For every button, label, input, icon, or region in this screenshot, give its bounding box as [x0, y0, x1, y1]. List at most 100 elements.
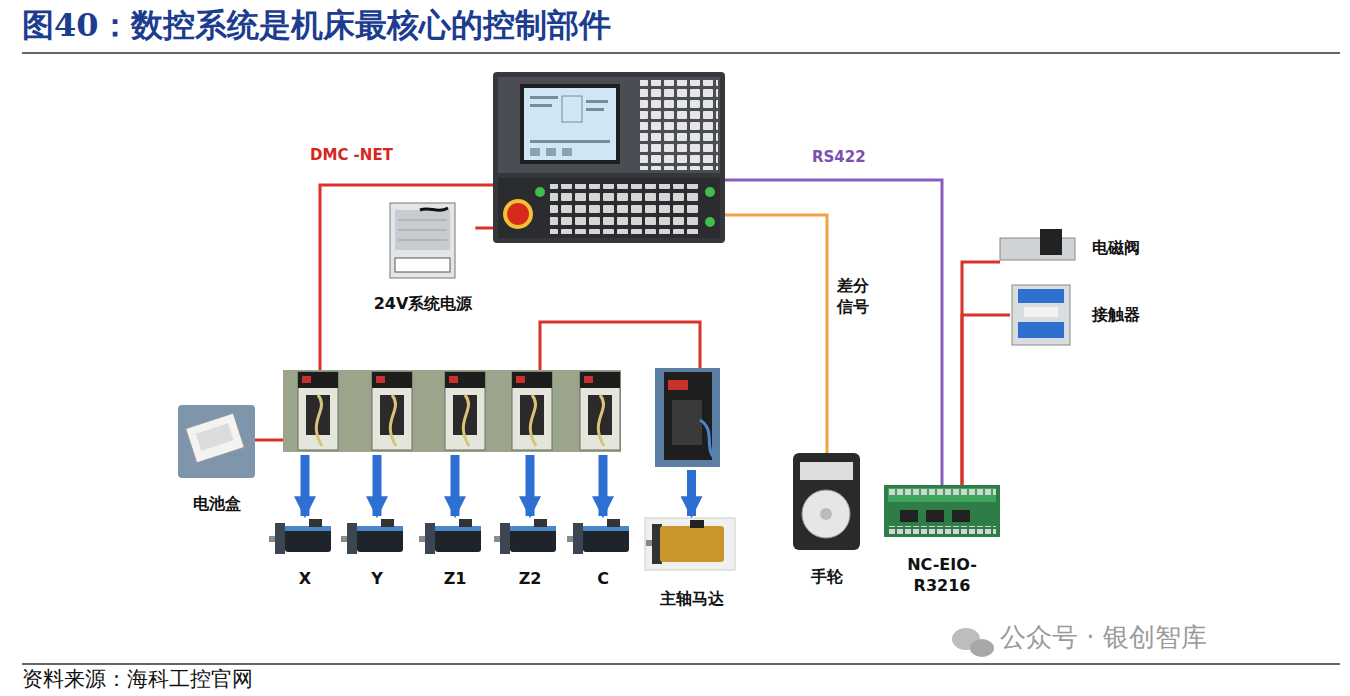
title-rule-part	[22, 52, 1340, 54]
servo-motor-part	[419, 519, 481, 554]
cnc-controller-part	[493, 72, 725, 243]
cnc-controller-part	[586, 108, 604, 111]
contactor-part	[1024, 307, 1058, 317]
io-board-part	[952, 510, 970, 522]
solenoid-valve: 电磁阀	[1000, 228, 1140, 268]
spindle-motor-part	[690, 520, 704, 528]
spindle-motor	[645, 518, 735, 570]
cnc-controller-part	[546, 148, 556, 156]
spindle-drive	[655, 368, 720, 467]
io-board-part	[926, 510, 944, 522]
watermark: 公众号 · 银创智库	[1000, 622, 1207, 653]
contactor-part	[1012, 285, 1070, 345]
cnc-controller-part	[498, 178, 720, 238]
solenoid-valve	[1000, 229, 1075, 260]
power-supply-part	[398, 230, 447, 231]
node-label: Z1	[444, 569, 467, 590]
spindle-motor-part	[645, 518, 735, 570]
cnc-controller-part	[586, 100, 608, 103]
bottom-rule	[22, 664, 1340, 665]
cnc-controller-part	[535, 187, 545, 197]
power-supply-part	[395, 210, 450, 250]
battery-box-part	[178, 405, 255, 478]
title-rule	[22, 53, 1340, 54]
spindle-drive-part	[655, 368, 720, 467]
cnc-controller-part	[705, 217, 715, 227]
spindle-drive-part	[668, 380, 688, 390]
contactor-part	[1018, 322, 1064, 338]
servo-drive-group-part	[283, 370, 621, 452]
cnc-controller-part	[530, 140, 610, 143]
servo-drive-group-part	[580, 372, 620, 450]
io-board-part	[888, 526, 996, 534]
handwheel-part	[793, 453, 860, 550]
solenoid-valve-part	[1000, 238, 1075, 260]
handwheel-part	[802, 490, 850, 538]
signal-wire	[320, 185, 493, 370]
signal-wire	[725, 180, 942, 485]
spindle-drive-part	[672, 400, 702, 445]
contactor	[1012, 285, 1070, 345]
bottom-rule-part	[22, 663, 1340, 665]
servo-motor: X	[272, 518, 338, 590]
battery-box-part	[196, 423, 234, 451]
drive-arrow	[301, 455, 310, 516]
figure-title: 图40：数控系统是机床最核心的控制部件	[22, 6, 611, 44]
servo-motor-part	[567, 519, 629, 554]
handwheel	[793, 453, 860, 550]
servo-motor	[269, 519, 629, 554]
cnc-controller-part	[640, 80, 718, 170]
io-board	[884, 485, 1000, 537]
power-supply	[390, 203, 455, 278]
node-label: 手轮	[811, 567, 843, 588]
node-label: 主轴马达	[660, 589, 724, 610]
contactor: 接触器	[1010, 283, 1140, 347]
cnc-controller-part	[498, 77, 720, 173]
drive-arrow	[599, 455, 608, 516]
servo-drive-group-part	[298, 372, 338, 450]
cnc-controller-part	[562, 148, 572, 156]
io-board-part	[884, 485, 1000, 537]
signal-wire	[962, 262, 1000, 485]
spindle-drive-part	[664, 372, 712, 460]
power-supply-part	[398, 220, 447, 221]
cnc-controller-part	[507, 203, 529, 225]
signal-wire	[475, 227, 493, 230]
node-label: Z2	[519, 569, 542, 590]
io-board-part	[888, 488, 996, 496]
signal-wire	[255, 439, 283, 442]
cnc-controller-part	[530, 148, 540, 156]
wechat-icon-part	[970, 639, 994, 657]
node-label: Y	[371, 569, 383, 590]
signal-label: 差分 信号	[835, 276, 876, 318]
drive-arrow	[373, 455, 382, 516]
signal-wire	[540, 322, 700, 370]
cnc-controller-part	[520, 84, 620, 164]
servo-drive-group-part	[372, 372, 412, 450]
drive-arrow	[451, 455, 460, 516]
cnc-controller	[493, 72, 725, 243]
drive-arrow	[687, 470, 696, 516]
servo-motor-part	[341, 519, 403, 554]
source-caption: 资料来源：海科工控官网	[22, 667, 253, 692]
spindle-motor: 主轴马达	[645, 518, 738, 610]
io-board-part	[900, 510, 918, 522]
solenoid-valve-part	[1040, 229, 1062, 255]
node-label: 电磁阀	[1092, 238, 1140, 259]
cnc-controller-part	[705, 187, 715, 197]
spindle-motor-part	[660, 526, 724, 562]
servo-drive-group-part	[445, 372, 485, 450]
contactor-part	[1018, 289, 1064, 303]
signal-label: DMC -NET	[308, 146, 395, 166]
handwheel-part	[800, 462, 853, 480]
spindle-drive-part	[700, 420, 714, 458]
cnc-controller-part	[550, 184, 700, 234]
servo-motor-part	[494, 519, 556, 554]
battery-box: 电池盒	[178, 405, 255, 515]
spindle-motor-part	[646, 540, 653, 546]
handwheel: 手轮	[793, 453, 860, 588]
power-supply-part	[395, 258, 450, 272]
signal-label: RS422	[810, 148, 868, 168]
battery-box-part	[186, 413, 245, 463]
